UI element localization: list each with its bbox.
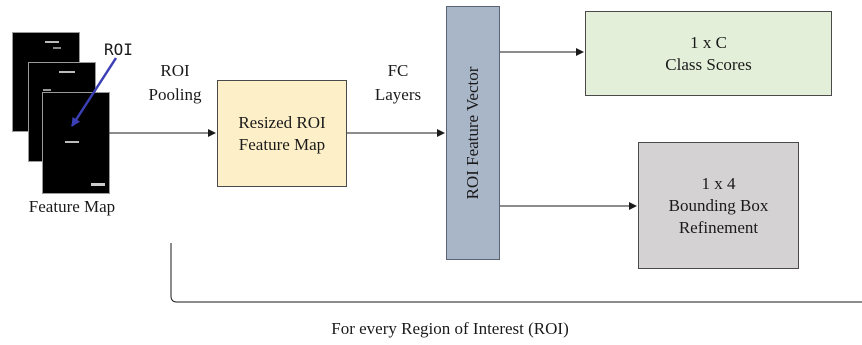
bbox-line3: Refinement [678,217,759,237]
resized-box-line2: Feature Map [238,134,326,154]
roi-pooling-label: ROI Pooling [130,60,220,106]
bbox-line2: Bounding Box [668,195,769,215]
class-scores-line2: Class Scores [665,54,752,74]
resized-roi-feature-map-box: Resized ROI Feature Map [217,80,347,187]
roi-feature-vector-bar: ROI Feature Vector [446,6,500,260]
bounding-box-refinement-box: 1 x 4 Bounding Box Refinement [638,142,799,269]
roi-pointer-arrow [70,57,118,127]
feature-map-stack [8,30,110,195]
class-scores-box: 1 x C Class Scores [585,11,832,96]
fc-layers-line2: Layers [374,85,422,104]
fc-layers-line1: FC [387,61,409,80]
resized-box-line1: Resized ROI [238,112,326,132]
feature-map-caption: Feature Map [28,197,116,216]
roi-tag: ROI [104,40,133,59]
fc-layers-label: FC Layers [358,60,438,106]
roi-pooling-line2: Pooling [148,85,202,104]
roi-loop-bracket [170,243,862,303]
feature-map-slide-3 [42,92,110,194]
bbox-line1: 1 x 4 [701,173,736,193]
class-scores-line1: 1 x C [690,32,727,52]
roi-pooling-line1: ROI [160,61,190,80]
footer-caption: For every Region of Interest (ROI) [331,319,569,338]
